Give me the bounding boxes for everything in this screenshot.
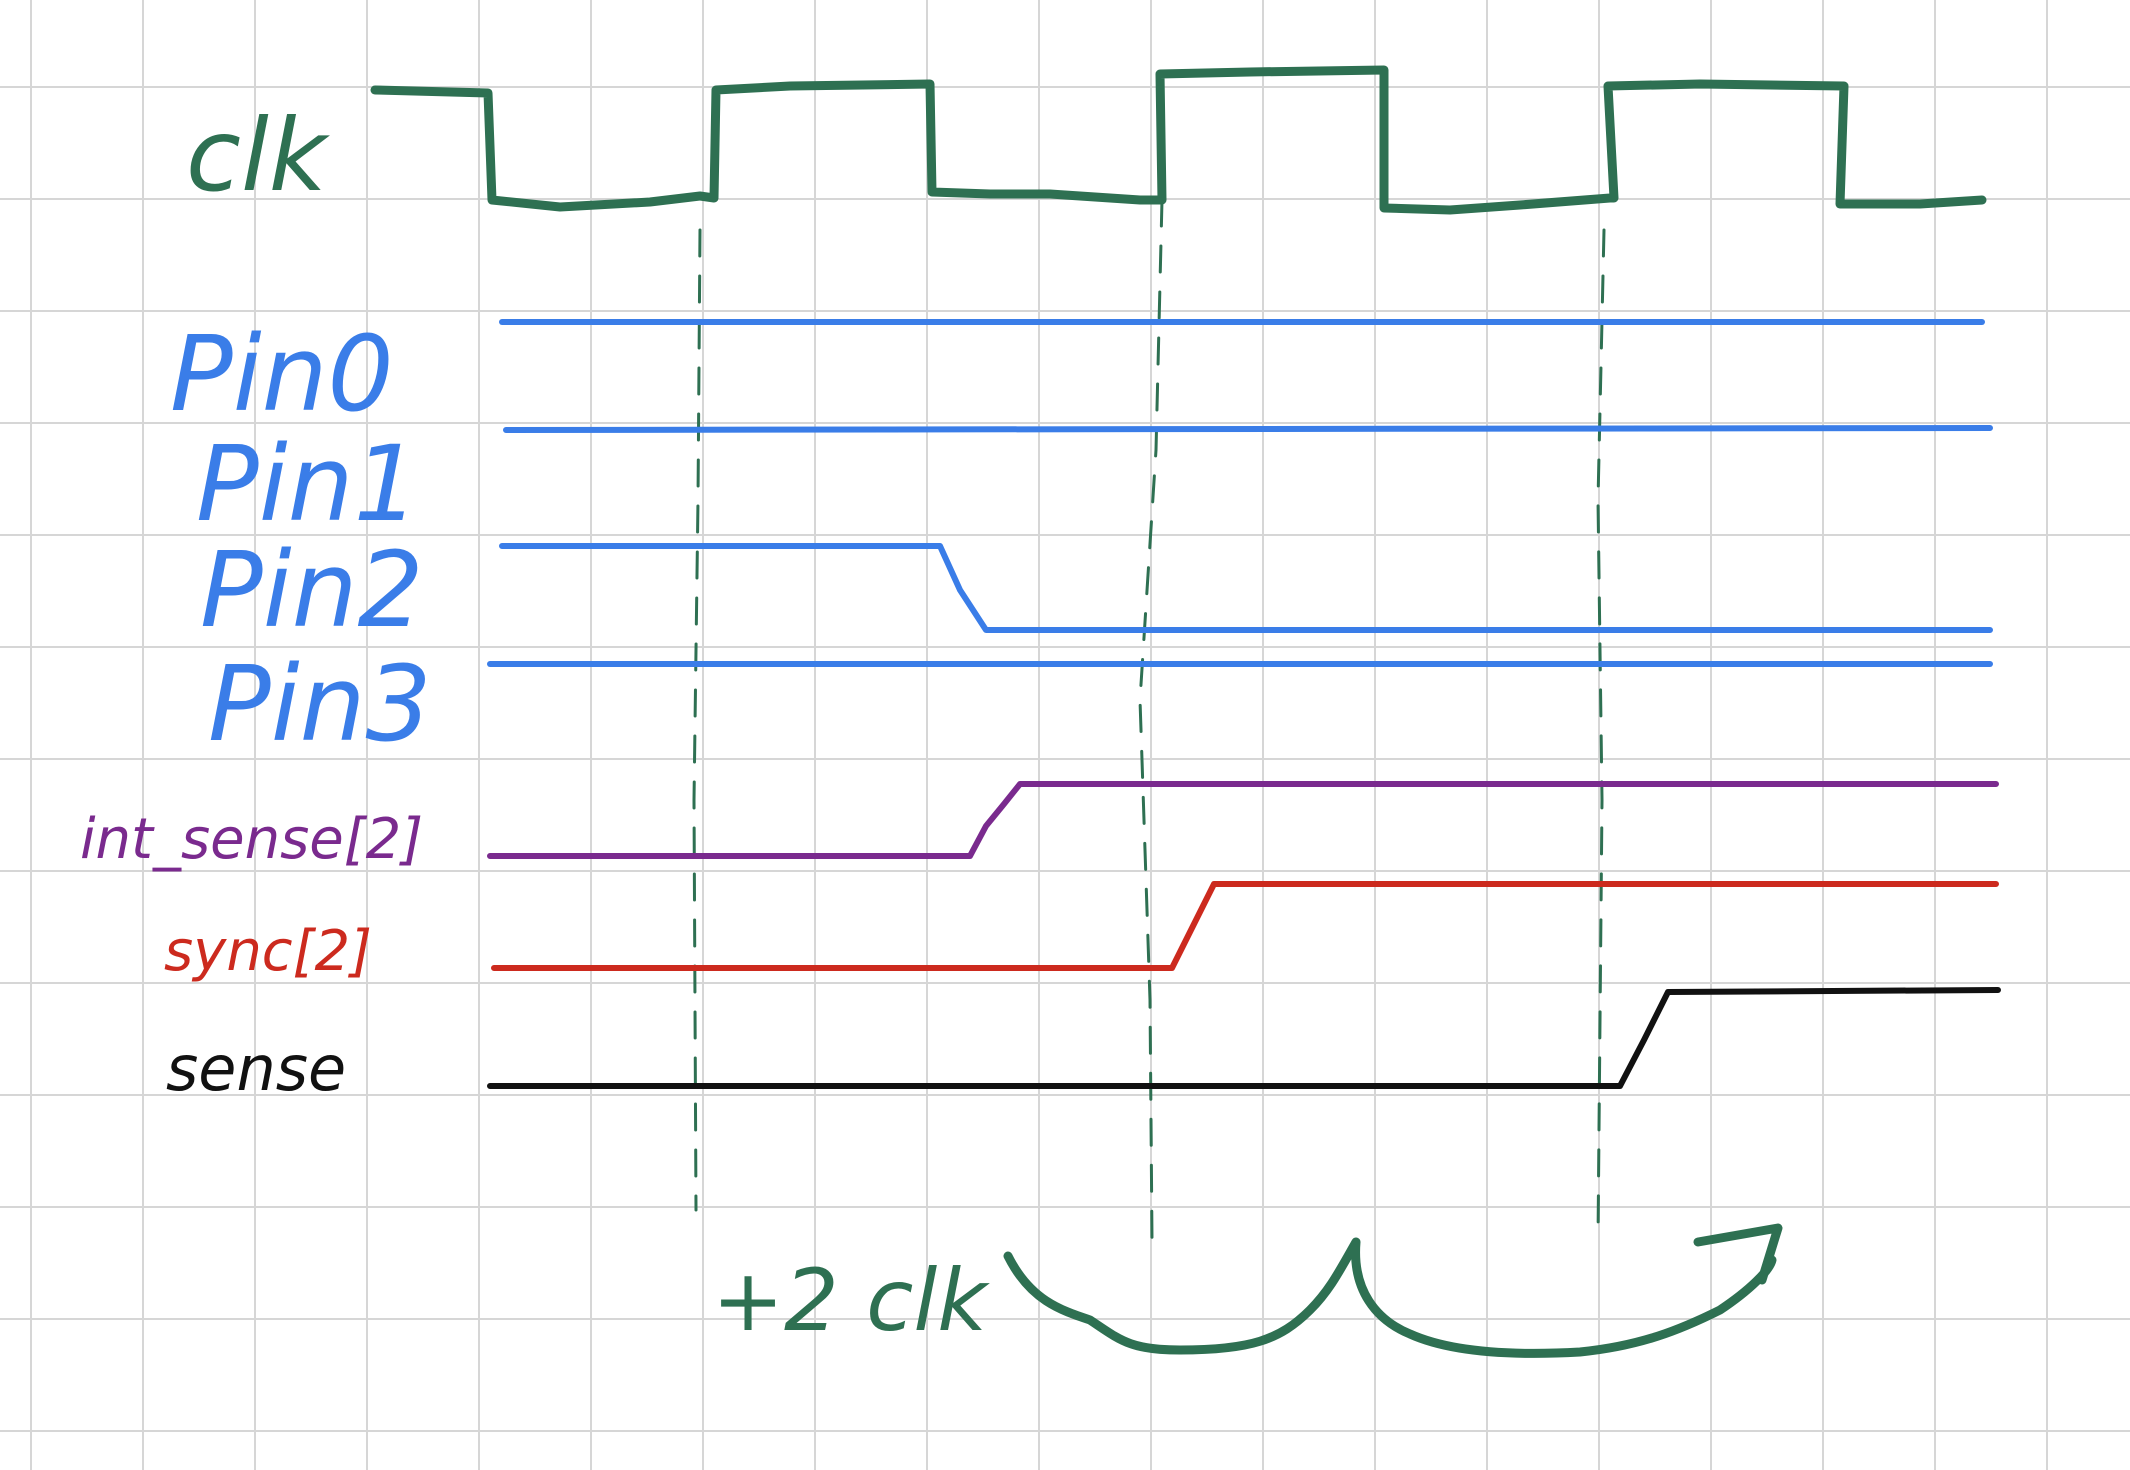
pin2-waveform [499, 543, 1993, 633]
int-sense-waveform [487, 781, 1999, 859]
delay-brace [1003, 1237, 1777, 1358]
clock-edge-guide-1 [692, 228, 702, 1212]
int-sense-label: int_sense[2] [80, 807, 423, 872]
clock-edge-guide-2 [1138, 198, 1164, 1242]
signal-labels: clk Pin0 Pin1 Pin2 Pin3 int_sense[2] syn… [80, 97, 432, 1105]
clk-label: clk [186, 97, 331, 214]
sync-label: sync[2] [164, 919, 372, 984]
pin3-label: Pin3 [208, 643, 432, 765]
sense-label: sense [166, 1032, 346, 1105]
clock-edge-guides [692, 198, 1606, 1242]
clk-waveform [370, 65, 1987, 215]
clock-edge-guide-3 [1596, 228, 1606, 1242]
pin1-label: Pin1 [196, 423, 420, 545]
delay-annotation: +2 clk [712, 1223, 1783, 1358]
delay-label: +2 clk [712, 1251, 990, 1351]
pin1-waveform [503, 425, 1993, 433]
pin0-label: Pin0 [170, 313, 394, 435]
delay-arrowhead-icon [1693, 1223, 1783, 1285]
sync-waveform [491, 881, 1999, 971]
sense-waveform [487, 987, 2001, 1089]
pin2-label: Pin2 [200, 529, 424, 651]
